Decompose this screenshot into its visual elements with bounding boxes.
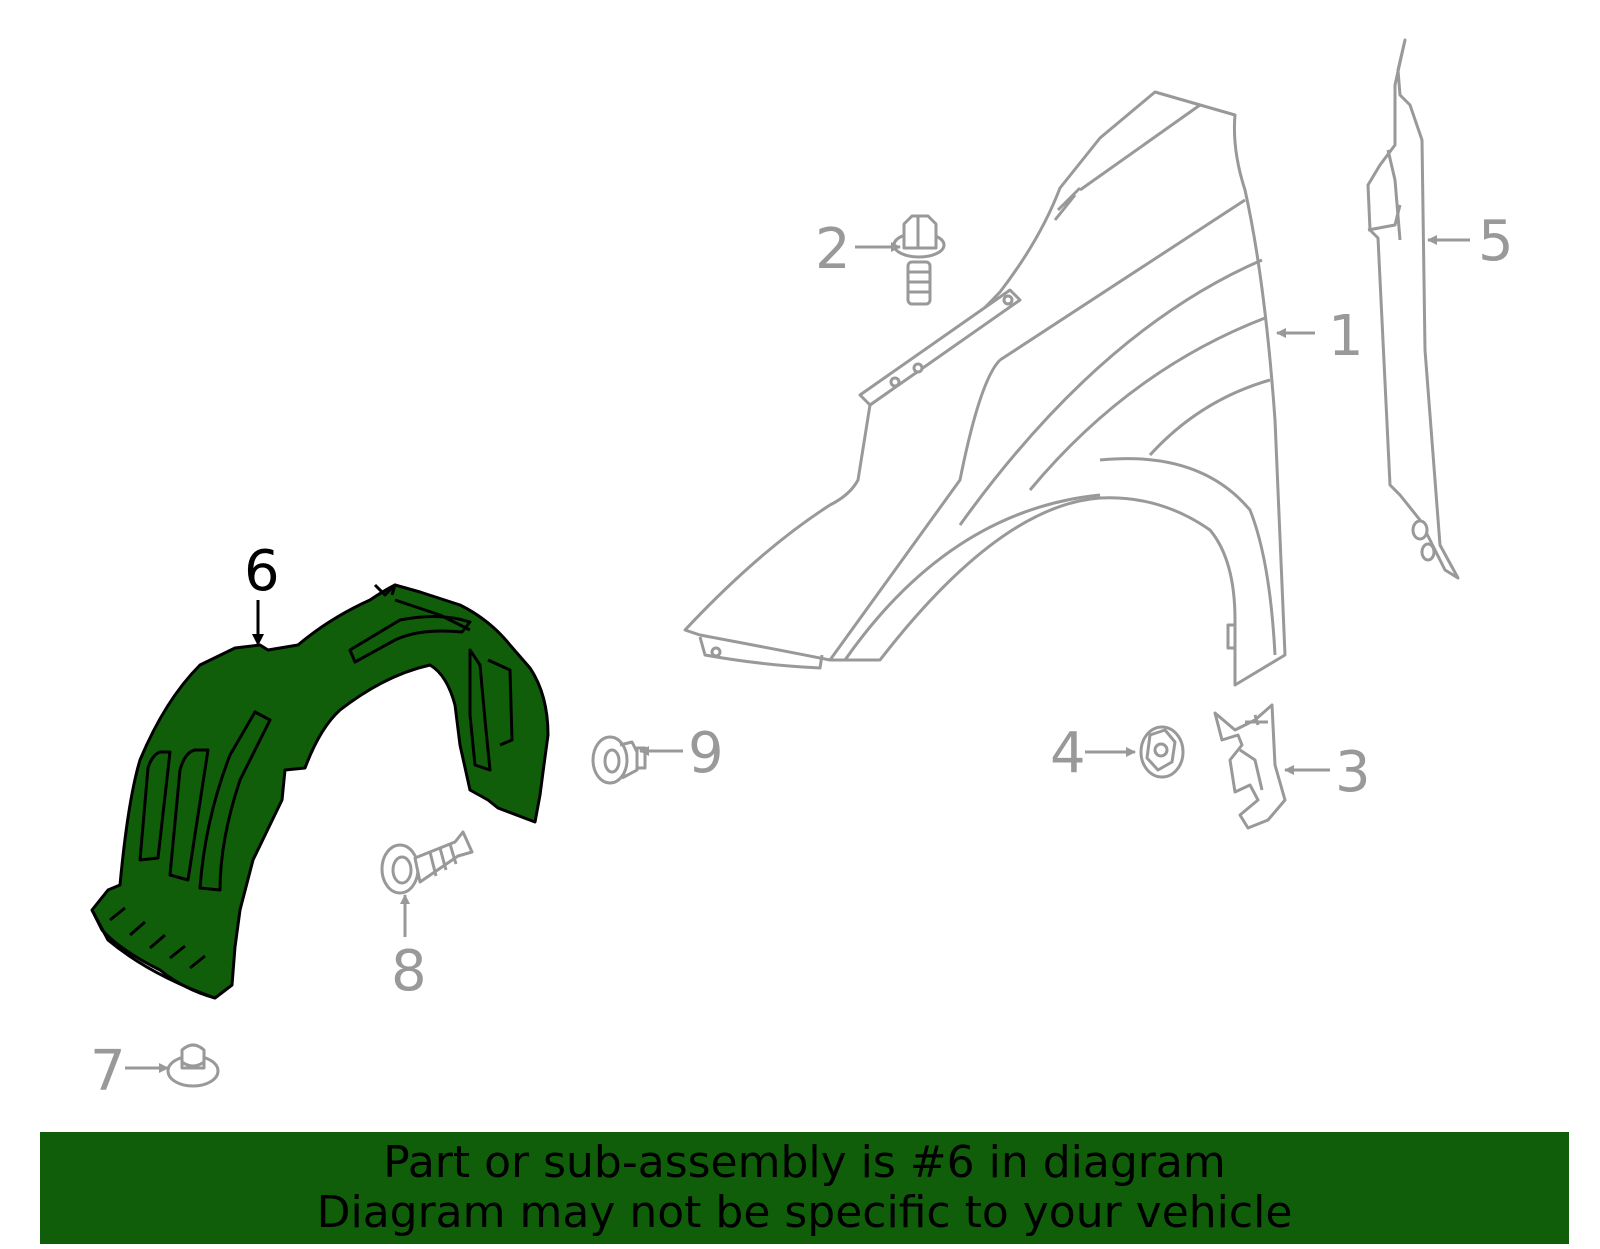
- fender-liner-part: [90, 583, 550, 1000]
- callout-1: 1: [1328, 304, 1364, 369]
- bolt-part: [892, 214, 946, 306]
- callout-4: 4: [1050, 721, 1086, 786]
- leader-arrows: [125, 235, 1470, 1073]
- fender-part: [683, 90, 1287, 687]
- info-banner: Part or sub-assembly is #6 in diagram Di…: [40, 1132, 1569, 1244]
- callout-6: 6: [244, 539, 280, 604]
- banner-line-disclaimer: Diagram may not be specific to your vehi…: [316, 1187, 1293, 1238]
- callout-8: 8: [391, 939, 427, 1004]
- callout-7: 7: [90, 1039, 126, 1104]
- callout-2: 2: [815, 217, 851, 282]
- callout-9: 9: [688, 721, 724, 786]
- push-clip-part: [166, 1043, 220, 1088]
- bracket-part: [1213, 703, 1287, 830]
- callout-5: 5: [1478, 209, 1514, 274]
- callout-3: 3: [1335, 740, 1371, 805]
- screw-part: [380, 830, 474, 895]
- nut-part: [1139, 725, 1185, 779]
- clip-part: [591, 735, 647, 785]
- banner-line-part-number: Part or sub-assembly is #6 in diagram: [383, 1137, 1226, 1188]
- callout-labels: 1 2 3 4 5 6 7 8 9: [90, 209, 1514, 1104]
- fender-seal-strip-part: [1366, 38, 1460, 580]
